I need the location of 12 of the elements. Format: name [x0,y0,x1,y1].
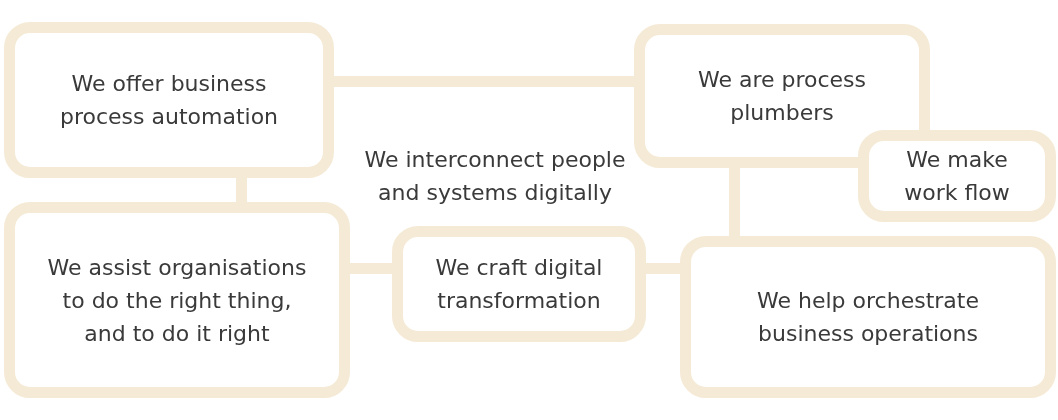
rounded-box [858,130,1056,222]
statement-text: We interconnect people and systems digitally [363,146,627,207]
statement-text: We offer business process automation [58,70,280,131]
rounded-box [680,236,1056,398]
rounded-box [4,202,350,398]
rounded-box [392,226,646,342]
statement-text: We are process plumbers [696,66,868,127]
statement-text: We craft digital transformation [434,254,604,315]
statement-text: We make work flow [903,146,1011,207]
statement-text: We help orchestrate business operations [756,287,980,348]
rounded-box [4,22,334,178]
statement-text: We assist organisations to do the right thing, and to do it right [46,253,308,348]
